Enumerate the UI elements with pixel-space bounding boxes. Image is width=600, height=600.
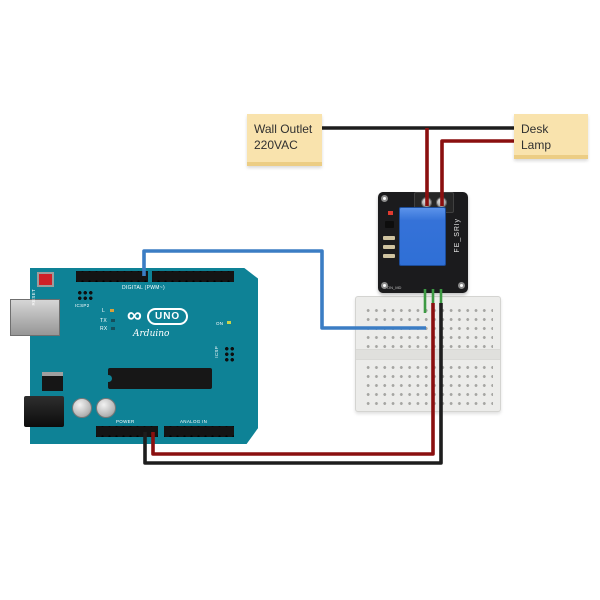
- digital-header-label: DIGITAL (PWM~): [122, 285, 165, 291]
- led-l-label: L: [102, 308, 106, 314]
- digital-pin-header-left: [76, 271, 148, 282]
- digital-pin-header-right: [152, 271, 234, 282]
- breadboard-bottom-holes: [363, 361, 493, 405]
- relay-module: FE_SRly ON_MD: [378, 192, 468, 293]
- mounting-hole: [381, 195, 388, 202]
- arduino-logo: ∞ UNO: [127, 304, 189, 327]
- analog-pin-header: [164, 426, 234, 437]
- led-tx-indicator: [111, 319, 115, 322]
- analog-header-label: ANALOG IN: [180, 419, 208, 424]
- icsp2-label: ICSP2: [75, 303, 90, 308]
- on-led-label: ON: [216, 321, 224, 326]
- relay-resistor: [383, 254, 395, 258]
- note-desk-lamp-label: Desk Lamp: [521, 122, 552, 152]
- relay-status-led: [388, 211, 393, 215]
- relay-resistor: [383, 236, 395, 240]
- voltage-regulator: [42, 372, 63, 391]
- power-header-label: POWER: [116, 419, 135, 424]
- reset-label: RESET: [31, 289, 36, 306]
- mounting-hole: [458, 282, 465, 289]
- note-wall-outlet: Wall Outlet 220VAC: [247, 114, 322, 166]
- capacitor: [96, 398, 116, 418]
- infinity-logo-icon: ∞: [127, 304, 142, 327]
- led-tx-label: TX: [100, 318, 107, 324]
- relay-model-label: FE_SRly: [454, 218, 461, 253]
- relay-cube: [399, 207, 446, 266]
- relay-transistor: [385, 221, 394, 228]
- on-led-indicator: [227, 321, 231, 324]
- arduino-uno-board: RESET DIGITAL (PWM~) ICSP2 L TX RX ∞ UNO…: [10, 268, 258, 444]
- reset-button: [37, 272, 54, 287]
- led-rx-label: RX: [100, 326, 108, 332]
- power-pin-header: [96, 426, 158, 437]
- breadboard-center-channel: [356, 349, 500, 360]
- relay-silkscreen-text: ON_MD: [387, 285, 402, 290]
- arduino-brand-text: Arduino: [133, 329, 170, 339]
- atmega-chip: [105, 368, 212, 389]
- uno-badge: UNO: [146, 307, 189, 325]
- icsp-label: ICSP: [214, 346, 219, 358]
- note-desk-lamp: Desk Lamp: [514, 114, 588, 159]
- breadboard: [355, 296, 501, 412]
- breadboard-top-holes: [363, 304, 493, 348]
- note-wall-outlet-line1: Wall Outlet: [254, 122, 313, 136]
- led-rx-indicator: [111, 327, 115, 330]
- icsp-header: [223, 345, 235, 362]
- led-l-indicator: [110, 309, 114, 312]
- power-jack: [24, 396, 64, 427]
- note-wall-outlet-line2: 220VAC: [254, 138, 298, 152]
- usb-port: [10, 299, 60, 336]
- capacitor: [72, 398, 92, 418]
- relay-resistor: [383, 245, 395, 249]
- icsp2-header: [76, 289, 93, 301]
